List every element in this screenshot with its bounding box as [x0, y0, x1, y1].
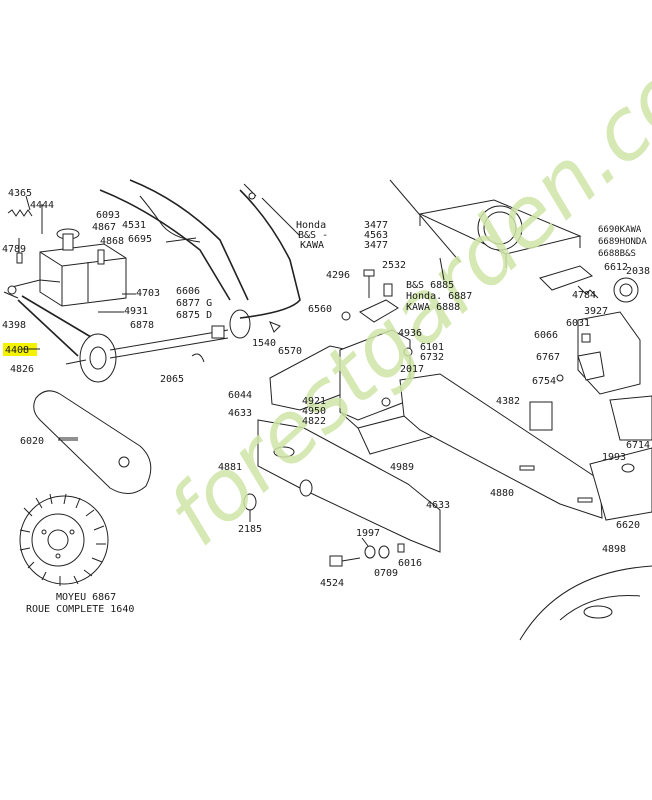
- bolt-1540: [269, 321, 281, 333]
- label-4898: 4898: [602, 544, 626, 555]
- label-6732: 6732: [420, 352, 444, 363]
- label-bs: B&S -: [298, 230, 328, 241]
- label-6606: 6606: [176, 286, 200, 297]
- label-6570: 6570: [278, 346, 302, 357]
- label-6016: 6016: [398, 558, 422, 569]
- label-6714: 6714: [626, 440, 650, 451]
- label-4633b: 4633: [426, 500, 450, 511]
- label-kawa6888: KAWA 6888: [406, 302, 460, 313]
- label-6688: 6688B&S: [598, 249, 636, 259]
- label-6767: 6767: [536, 352, 560, 363]
- label-6754: 6754: [532, 376, 556, 387]
- label-1540: 1540: [252, 338, 276, 349]
- label-4867: 4867: [92, 222, 116, 233]
- label-3477a: 3477: [364, 220, 388, 231]
- label-honda6887: Honda. 6887: [406, 291, 472, 302]
- plate-6620: [589, 447, 652, 521]
- label-4950: 4950: [302, 406, 326, 417]
- label-3927: 3927: [584, 306, 608, 317]
- label-6101: 6101: [420, 342, 444, 353]
- part-6767: [577, 351, 605, 381]
- label-6695: 6695: [128, 234, 152, 245]
- label-4296: 4296: [326, 270, 350, 281]
- part-6754: [556, 374, 564, 382]
- label-6093: 6093: [96, 210, 120, 221]
- label-6878: 6878: [130, 320, 154, 331]
- plate-6714: [609, 395, 652, 441]
- leader-lines: [22, 195, 445, 547]
- label-4382: 4382: [496, 396, 520, 407]
- label-kawa: KAWA: [300, 240, 324, 251]
- label-6875: 6875 D: [176, 310, 212, 321]
- right-parts: [519, 265, 652, 641]
- label-4703: 4703: [136, 288, 160, 299]
- side-plate-4881: [257, 419, 441, 553]
- label-4921: 4921: [302, 396, 326, 407]
- label-6612: 6612: [604, 262, 628, 273]
- chassis: [243, 179, 603, 567]
- label-4398: 4398: [2, 320, 26, 331]
- bracket-4382: [529, 401, 553, 431]
- label-moyeu: MOYEU 6867: [56, 592, 116, 603]
- label-4931: 4931: [124, 306, 148, 317]
- label-6877: 6877 G: [176, 298, 212, 309]
- handle-6606: [239, 189, 301, 319]
- clip-2065: [191, 353, 205, 363]
- label-4826: 4826: [10, 364, 34, 375]
- label-4880: 4880: [490, 488, 514, 499]
- label-4408[interactable]: 4408: [5, 345, 29, 356]
- label-6044: 6044: [228, 390, 252, 401]
- label-4881: 4881: [218, 462, 242, 473]
- label-4784: 4784: [572, 290, 596, 301]
- label-honda: Honda: [296, 220, 326, 231]
- belt-4408: [17, 295, 97, 357]
- highlight-4408: [3, 343, 37, 356]
- label-4531: 4531: [122, 220, 146, 231]
- plate-4880: [399, 373, 603, 519]
- bolt-4868: [97, 249, 105, 265]
- hub-6877: [229, 309, 251, 339]
- spring-4444: [7, 209, 33, 217]
- part-labels: 4365 4444 4789 4398 4408 4826 6020 4867 …: [2, 188, 650, 615]
- label-2038: 2038: [626, 266, 650, 277]
- belt-guard-6020: [33, 390, 152, 494]
- label-1993: 1993: [602, 452, 626, 463]
- label-2532: 2532: [382, 260, 406, 271]
- spring-4784: [577, 285, 599, 299]
- label-4822: 4822: [302, 416, 326, 427]
- label-6066: 6066: [534, 330, 558, 341]
- label-6689: 6689HONDA: [598, 237, 647, 247]
- label-6560: 6560: [308, 304, 332, 315]
- label-4563: 4563: [364, 230, 388, 241]
- wheel-arc: [519, 565, 652, 641]
- label-bs6885: B&S 6885: [406, 280, 454, 291]
- label-4365: 4365: [8, 188, 32, 199]
- cable-6093: [139, 195, 201, 243]
- engine-assembly: [3, 179, 301, 383]
- label-6020: 6020: [20, 436, 44, 447]
- handle-bar: [99, 189, 231, 301]
- label-4936: 4936: [398, 328, 422, 339]
- label-2185: 2185: [238, 524, 262, 535]
- label-6620: 6620: [616, 520, 640, 531]
- label-4868: 4868: [100, 236, 124, 247]
- wheel: [19, 493, 109, 586]
- label-3477b: 3477: [364, 240, 388, 251]
- label-2017: 2017: [400, 364, 424, 375]
- label-4524: 4524: [320, 578, 344, 589]
- label-2065: 2065: [160, 374, 184, 385]
- label-4633a: 4633: [228, 408, 252, 419]
- label-4989: 4989: [390, 462, 414, 473]
- label-4789: 4789: [2, 244, 26, 255]
- label-1997: 1997: [356, 528, 380, 539]
- bracket-6690: [539, 265, 593, 291]
- label-roue: ROUE COMPLETE 1640: [26, 604, 134, 615]
- label-6031: 6031: [566, 318, 590, 329]
- label-0709: 0709: [374, 568, 398, 579]
- part-1993: [621, 463, 635, 473]
- label-6690: 6690KAWA: [598, 225, 642, 235]
- engine-block: [39, 243, 127, 307]
- part-6066: [581, 333, 591, 343]
